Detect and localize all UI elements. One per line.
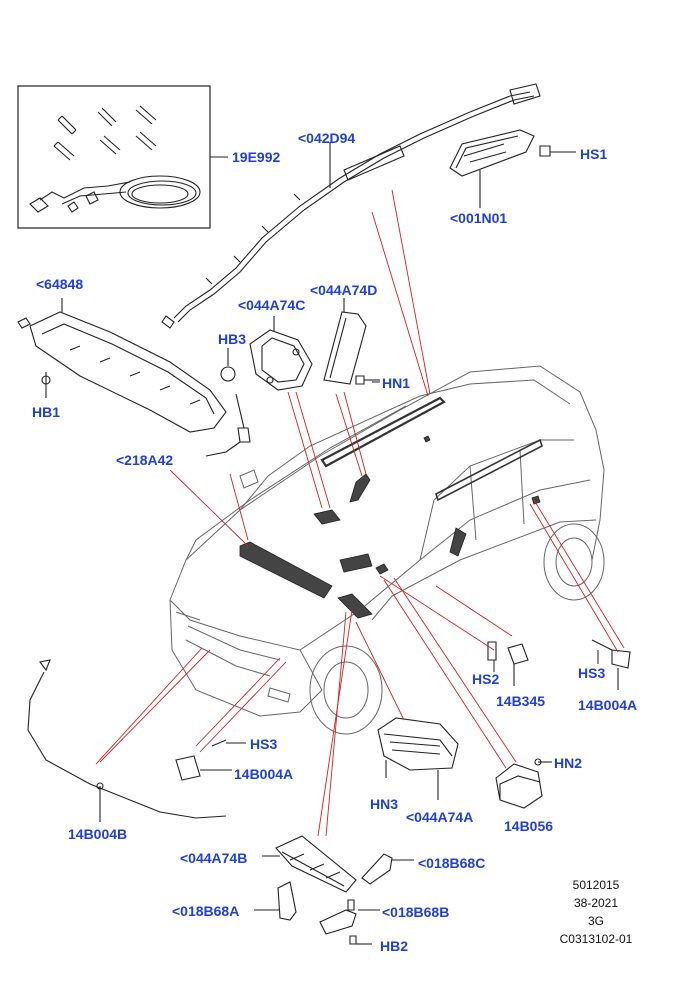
sensor-14b004a-right [591, 639, 631, 690]
inset-kit-box [17, 85, 228, 229]
label-hn1: HN1 [382, 375, 411, 391]
airbag-044a74c [249, 316, 313, 391]
fastener-leaders [372, 381, 599, 763]
harness-14b004b [27, 659, 227, 822]
label-14b004b: 14B004B [68, 826, 128, 842]
label-001n01: <001N01 [450, 210, 508, 226]
sensor-14b345 [487, 641, 529, 686]
curtain-airbag [161, 83, 541, 329]
vehicle-highlights [239, 396, 543, 619]
sensor-14b004a-left [175, 739, 246, 781]
sensor-218a42 [205, 348, 251, 457]
module-001n01 [449, 129, 576, 208]
bracket-018b68b [319, 899, 380, 945]
label-hb1: HB1 [32, 404, 61, 420]
label-hs3-right: HS3 [578, 665, 606, 681]
label-hb2: HB2 [380, 938, 409, 954]
label-14b004a-right: 14B004A [578, 697, 638, 713]
panel-64848 [17, 298, 227, 433]
reference-line-1: 5012015 [572, 878, 620, 892]
label-hn2: HN2 [554, 755, 583, 771]
label-14b345: 14B345 [496, 693, 546, 709]
label-218a42: <218A42 [116, 452, 174, 468]
kit-sleeves [53, 105, 157, 161]
airbag-044a74a [377, 717, 459, 800]
kit-harness [29, 175, 201, 213]
label-hs2: HS2 [472, 671, 500, 687]
bracket-018b68c [361, 853, 414, 885]
label-19e992: 19E992 [232, 149, 281, 165]
label-hs1: HS1 [580, 146, 608, 162]
airbag-044a74b [262, 835, 357, 893]
reference-line-3: 3G [587, 914, 604, 928]
label-hb3: HB3 [218, 331, 247, 347]
label-018b68c: <018B68C [418, 855, 486, 871]
label-018b68a: <018B68A [172, 903, 240, 919]
label-14b004a-left: 14B004A [234, 766, 294, 782]
red-leader-lines [95, 189, 625, 837]
label-044a74d: <044A74D [310, 282, 378, 298]
airbag-044a74d [323, 298, 380, 385]
reference-line-2: 38-2021 [573, 896, 619, 910]
label-044a74a: <044A74A [406, 809, 474, 825]
label-042d94: <042D94 [298, 130, 356, 146]
label-64848: <64848 [36, 276, 84, 292]
bracket-018b68a [254, 881, 297, 921]
label-044a74b: <044A74B [180, 850, 248, 866]
label-14b056: 14B056 [504, 818, 554, 834]
label-044a74c: <044A74C [238, 297, 306, 313]
label-hn3: HN3 [370, 796, 399, 812]
label-018b68b: <018B68B [382, 904, 450, 920]
module-14b056 [495, 758, 550, 809]
vehicle-outline [169, 365, 605, 735]
label-hs3-left: HS3 [250, 736, 278, 752]
reference-line-4: C0313102-01 [559, 932, 633, 946]
